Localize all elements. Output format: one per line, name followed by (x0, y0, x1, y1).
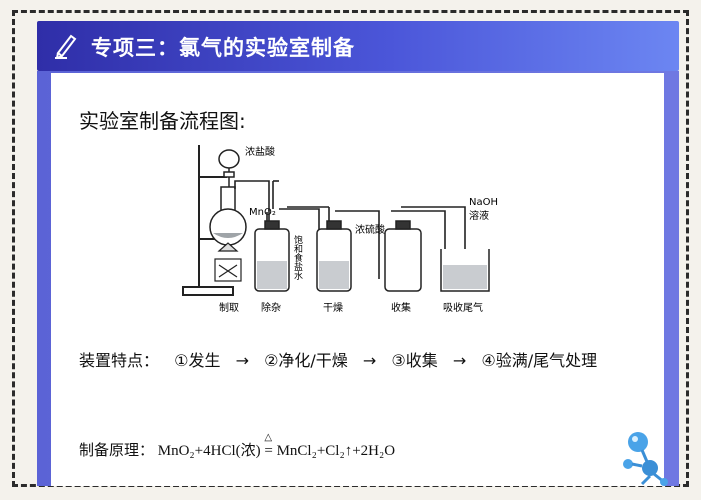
feature-arrow-2: → (362, 351, 377, 370)
feature-step-4: ④验满/尾气处理 (481, 351, 598, 370)
collecting-bottle (384, 220, 422, 292)
pencil-icon (55, 34, 77, 59)
molecule-mascot-icon (623, 432, 668, 486)
wash-bottle-1 (254, 220, 290, 292)
feature-arrow-1: → (235, 351, 249, 370)
slide-title: 专项三：氯气的实验室制备 (91, 35, 355, 60)
iron-stand (182, 145, 234, 296)
apparatus-diagram: 浓盐酸 MnO₂ (182, 145, 498, 314)
step-label-2: 除杂 (261, 301, 281, 314)
reaction-principle: 制备原理： MnO₂+4HCl(浓) △= MnCl₂+Cl₂↑+2H₂O (79, 432, 396, 460)
feature-step-1: ①发生 (174, 351, 221, 370)
flow-title: 实验室制备流程图: (79, 109, 246, 133)
equation-rhs: MnCl₂+Cl₂↑+2H₂O (276, 443, 396, 459)
beaker-label-1: NaOH (469, 197, 498, 208)
apparatus-features: 装置特点： ①发生 → ②净化/干燥 → ③收集 → ④验满/尾气处理 (79, 347, 607, 371)
equation-condition: △= (264, 432, 273, 460)
wash-bottle-2 (316, 220, 352, 292)
separatory-funnel (218, 149, 240, 194)
round-flask (209, 186, 247, 246)
bottle2-label: 饱和食盐水 (292, 234, 303, 280)
bottle3-label: 浓硫酸 (355, 223, 385, 236)
title-banner: 专项三：氯气的实验室制备 (37, 21, 679, 71)
equation-equals: = (264, 443, 273, 459)
step-label-1: 制取 (219, 301, 239, 314)
equation-lhs: MnO₂+4HCl(浓) (157, 443, 261, 459)
principle-label: 制备原理： (79, 441, 155, 459)
beaker (440, 249, 490, 292)
features-label: 装置特点： (79, 351, 160, 370)
reagent-flask-label: MnO₂ (249, 207, 276, 218)
reagent-top-label: 浓盐酸 (245, 145, 275, 158)
feature-step-2: ②净化/干燥 (264, 351, 348, 370)
feature-arrow-3: → (452, 351, 467, 370)
step-label-4: 收集 (391, 301, 411, 314)
feature-step-3: ③收集 (391, 351, 438, 370)
step-label-3: 干燥 (323, 302, 343, 314)
beaker-label-2: 溶液 (469, 209, 489, 222)
heat-symbol: △ (264, 432, 273, 443)
step-label-5: 吸收尾气 (443, 301, 483, 314)
content-panel: 实验室制备流程图: 浓盐酸 MnO₂ (51, 73, 664, 486)
slide-frame: 专项三：氯气的实验室制备 实验室制备流程图: 浓盐酸 (12, 10, 689, 487)
alcohol-burner (214, 242, 242, 282)
